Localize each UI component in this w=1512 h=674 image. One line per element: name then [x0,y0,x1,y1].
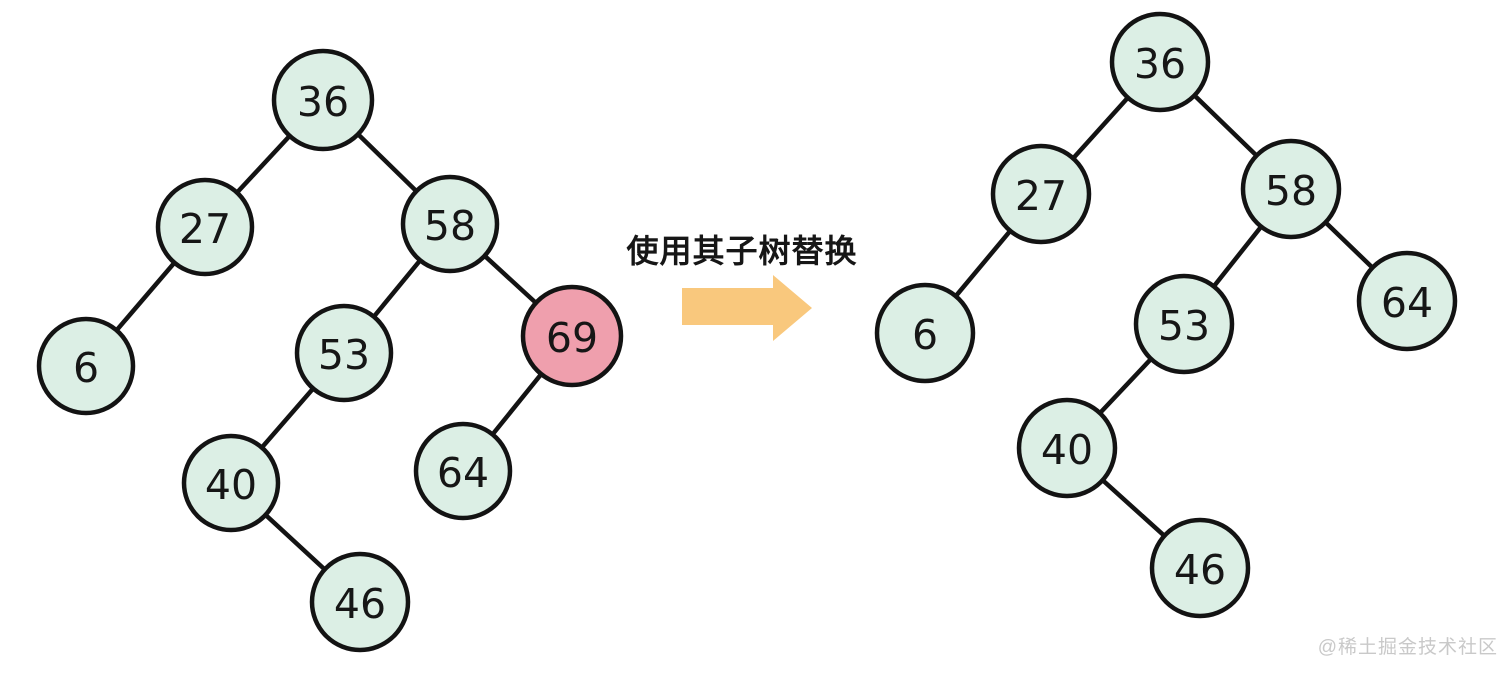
tree-node-left-6: 6 [36,316,136,416]
node-circle [874,282,976,384]
node-value-label: 53 [318,331,370,379]
node-circle [294,303,394,403]
node-value-label: 40 [205,461,257,509]
tree-node-left-27: 27 [155,177,255,277]
tree-node-right-40: 40 [1016,397,1118,499]
node-circle [155,177,255,277]
right-arrow-icon [682,275,812,341]
node-circle [309,551,411,653]
node-circle-highlighted [520,284,624,388]
tree-node-left-46: 46 [309,551,411,653]
node-value-label: 64 [437,449,489,497]
node-value-label: 69 [546,314,598,362]
node-circle [400,174,500,274]
tree-node-right-27: 27 [990,143,1092,245]
node-value-label: 6 [912,311,938,359]
node-circle [990,143,1092,245]
node-circle [1109,11,1211,113]
node-circle [1149,517,1251,619]
node-circle [1016,397,1118,499]
watermark-text: @稀土掘金技术社区 [1317,637,1498,658]
tree-node-left-36: 36 [271,48,375,152]
node-value-label: 58 [1265,167,1317,215]
node-value-label: 58 [424,202,476,250]
node-value-label: 36 [1134,40,1186,88]
tree-node-right-46: 46 [1149,517,1251,619]
tree-node-left-64: 64 [413,421,513,521]
tree-node-right-36: 36 [1109,11,1211,113]
tree-node-right-58: 58 [1240,138,1342,240]
node-value-label: 40 [1041,426,1093,474]
node-circle [1133,273,1235,375]
tree-node-left-40: 40 [181,433,281,533]
node-circle [181,433,281,533]
node-value-label: 46 [1174,546,1226,594]
tree-node-left-69: 69 [520,284,624,388]
node-value-label: 27 [1015,172,1067,220]
node-value-label: 36 [297,78,349,126]
node-value-label: 27 [179,205,231,253]
node-value-label: 64 [1381,279,1433,327]
node-circle [1356,250,1458,352]
node-value-label: 6 [73,344,99,392]
node-circle [413,421,513,521]
node-circle [36,316,136,416]
node-value-label: 53 [1158,302,1210,350]
tree-node-right-6: 6 [874,282,976,384]
tree-node-left-58: 58 [400,174,500,274]
tree-node-right-53: 53 [1133,273,1235,375]
node-value-label: 46 [334,580,386,628]
node-circle [271,48,375,152]
tree-node-left-53: 53 [294,303,394,403]
node-circle [1240,138,1342,240]
transformation-label: 使用其子树替换 [626,233,858,269]
tree-node-right-64: 64 [1356,250,1458,352]
